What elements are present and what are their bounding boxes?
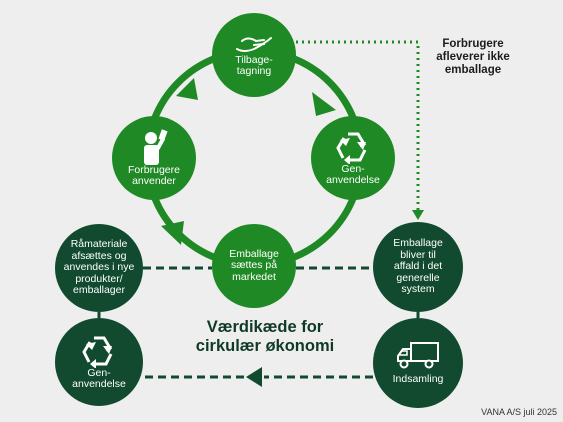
truck-icon bbox=[397, 342, 439, 369]
node-emballage-saettes: Emballage sættes på markedet bbox=[212, 224, 296, 308]
node-label: Forbrugere anvender bbox=[128, 163, 180, 187]
recycle-icon bbox=[336, 132, 367, 164]
dashed-arrow-head bbox=[246, 367, 262, 387]
hand-icon bbox=[236, 36, 272, 52]
loop-arrow-top-right bbox=[312, 92, 336, 116]
loop-arrow-bottom-left bbox=[161, 221, 184, 245]
node-indsamling: Indsamling bbox=[373, 318, 463, 408]
footer-credit: VANA A/S juli 2025 bbox=[481, 407, 557, 417]
diagram-title: Værdikæde for cirkulær økonomi bbox=[195, 318, 335, 355]
node-genanvendelse-bottom: Gen- anvendelse bbox=[55, 318, 143, 406]
node-tilbagetagning: Tilbage- tagning bbox=[212, 13, 296, 97]
person-drinking-icon bbox=[144, 128, 168, 165]
dotted-callout-path bbox=[296, 40, 420, 210]
node-forbrugere-anvender: Forbrugere anvender bbox=[112, 116, 196, 200]
callout-text: Forbrugere afleverer ikke emballage bbox=[436, 38, 510, 76]
dotted-arrow-head bbox=[412, 210, 424, 220]
node-raamateriale: Råmateriale afsættes og anvendes i nye p… bbox=[55, 224, 143, 312]
node-label: Emballage bliver til affald i det genere… bbox=[393, 237, 443, 296]
node-label: Indsamling bbox=[392, 373, 444, 386]
node-genanvendelse-top: Gen- anvendelse bbox=[311, 116, 395, 200]
node-label: Tilbage- tagning bbox=[235, 53, 273, 77]
loop-arrow-top-left bbox=[176, 78, 198, 100]
node-label: Gen- anvendelse bbox=[72, 366, 126, 390]
recycle-icon bbox=[82, 336, 113, 368]
node-label: Emballage sættes på markedet bbox=[229, 247, 279, 283]
node-label: Råmateriale afsættes og anvendes i nye p… bbox=[63, 238, 135, 297]
node-emballage-bliver-affald: Emballage bliver til affald i det genere… bbox=[373, 222, 463, 312]
node-label: Gen- anvendelse bbox=[326, 162, 380, 186]
